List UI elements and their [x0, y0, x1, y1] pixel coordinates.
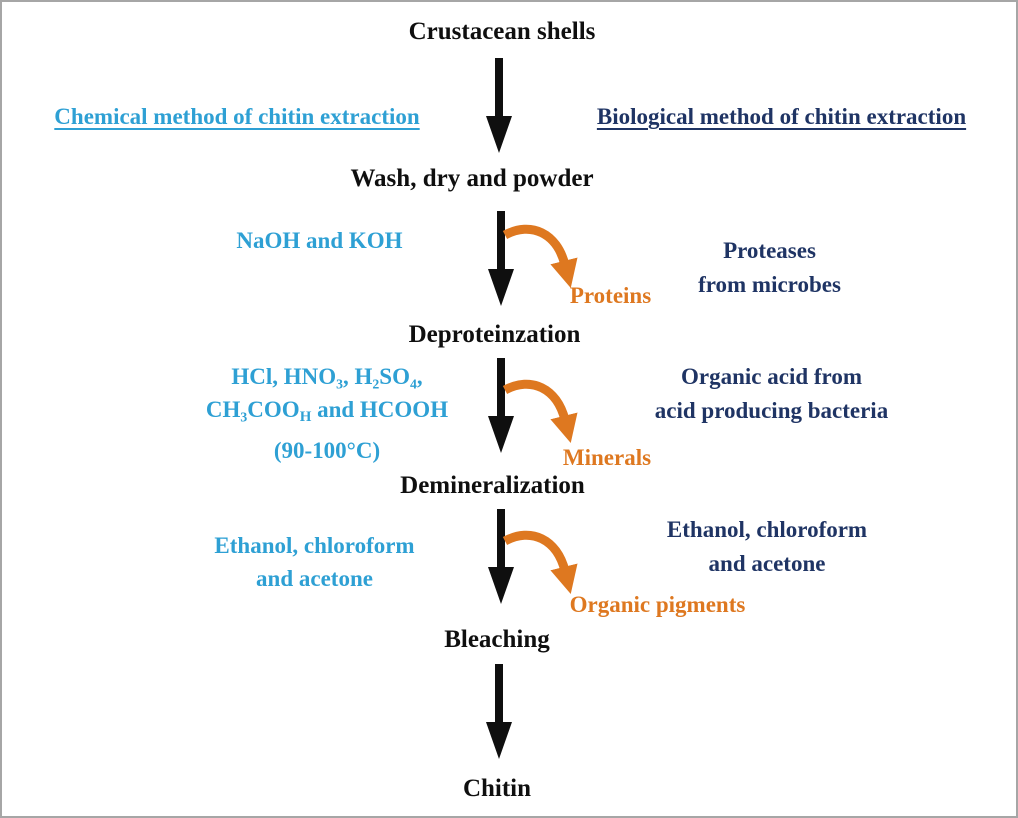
demineralization-chemical-reagents: HCl, HNO₃, H₂SO₄, CH₃COOH and HCOOH (90-…	[177, 360, 477, 467]
minerals-byproduct-label: Minerals	[562, 445, 652, 470]
deproteinization-biological-reagents: Proteases from microbes	[662, 234, 877, 302]
demineralization-stage: Demineralization	[400, 472, 585, 499]
down-arrow-icon	[486, 664, 512, 759]
proteins-byproduct-label: Proteins	[569, 283, 652, 308]
formula-text: and HCOOH	[311, 397, 449, 422]
deproteinization-stage: Deproteinzation	[408, 321, 581, 348]
biological-reagent-line: from microbes	[698, 272, 841, 297]
organic-pigments-byproduct-label: Organic pigments	[569, 592, 746, 617]
biological-reagent-line: and acetone	[708, 551, 826, 576]
deproteinization-chemical-reagents: NaOH and KOH	[236, 228, 403, 253]
biological-method-header: Biological method of chitin extraction	[596, 104, 967, 129]
biological-reagent-line: Organic acid from	[681, 364, 862, 389]
chemical-method-header: Chemical method of chitin extraction	[54, 104, 420, 129]
source-node: Crustacean shells	[408, 18, 596, 45]
biological-reagent-line: Proteases	[723, 238, 816, 263]
chemical-reagent-line: (90-100°C)	[273, 438, 381, 464]
product-node: Chitin	[462, 775, 532, 802]
chemical-reagent-line: and acetone	[256, 566, 373, 591]
biological-reagent-line: Ethanol, chloroform	[666, 517, 868, 542]
down-arrow-icon	[488, 358, 514, 453]
bleaching-biological-reagents: Ethanol, chloroform and acetone	[637, 513, 897, 581]
orange-branch-arrow-icon	[502, 379, 578, 444]
demineralization-biological-reagents: Organic acid from acid producing bacteri…	[624, 360, 919, 428]
bleaching-stage: Bleaching	[444, 626, 550, 653]
formula-text: CH₃COO	[205, 397, 300, 422]
formula-subscript: H	[299, 409, 312, 426]
down-arrow-icon	[488, 211, 514, 306]
chemical-reagent-line: Ethanol, chloroform	[214, 533, 415, 558]
down-arrow-icon	[488, 509, 514, 604]
prep-node: Wash, dry and powder	[350, 165, 594, 192]
bleaching-chemical-reagents: Ethanol, chloroform and acetone	[192, 529, 437, 595]
down-arrow-icon	[486, 58, 512, 153]
biological-reagent-line: acid producing bacteria	[654, 398, 889, 423]
chemical-reagent-line: CH₃COOH and HCOOH	[177, 393, 477, 434]
chemical-reagent-line: HCl, HNO₃, H₂SO₄,	[231, 364, 423, 389]
orange-branch-arrow-icon	[502, 530, 578, 595]
orange-branch-arrow-icon	[502, 224, 578, 289]
